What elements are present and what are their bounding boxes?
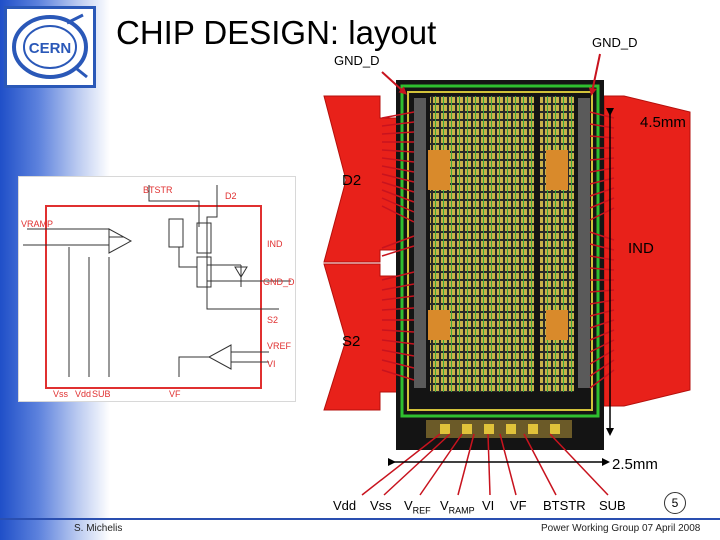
bottom-pad-2 xyxy=(462,424,472,434)
bottom-pad-4 xyxy=(506,424,516,434)
gnd-d-label-right: GND_D xyxy=(592,35,638,50)
footer-divider xyxy=(0,518,720,520)
chip-core-array-right xyxy=(540,96,574,392)
chip-block-3 xyxy=(428,310,450,340)
bottom-pad-6 xyxy=(550,424,560,434)
chip-guard-ring xyxy=(400,84,600,418)
gnd-arrow-right xyxy=(588,53,601,96)
pad-ind-label: IND xyxy=(628,240,654,257)
pin-vdd: Vdd xyxy=(333,498,357,513)
sch-btstr: BTSTR xyxy=(143,185,173,195)
schematic-amp xyxy=(207,344,232,370)
slide-title: CHIP DESIGN: layout xyxy=(116,14,437,51)
bottom-pad-5 xyxy=(528,424,538,434)
chip-block-4 xyxy=(546,310,568,340)
sch-sub: SUB xyxy=(92,389,111,399)
pin-vi: VI xyxy=(482,498,495,513)
pin-vramp-main: V xyxy=(440,498,449,513)
schematic-drawing: BTSTR D2 VRAMP IND GND_D S2 VREF VI Vss … xyxy=(21,185,295,399)
schematic-inset: BTSTR D2 VRAMP IND GND_D S2 VREF VI Vss … xyxy=(18,176,296,402)
cern-logo: CERN xyxy=(4,6,96,88)
sch-vref: VREF xyxy=(267,341,292,351)
chip-block-2 xyxy=(546,150,568,190)
schematic-comparator xyxy=(108,228,133,254)
schematic-wires xyxy=(23,185,291,377)
pad-d2 xyxy=(323,95,401,263)
logo-text: CERN xyxy=(29,40,72,57)
chip-left-bus xyxy=(414,98,426,388)
sch-vi: VI xyxy=(267,359,276,369)
chip-right-bus xyxy=(578,98,590,388)
chip-inner-ring xyxy=(407,91,593,411)
sch-vss: Vss xyxy=(53,389,69,399)
schematic-transistor-bot xyxy=(196,256,212,288)
pad-d2-label: D2 xyxy=(342,172,362,189)
pin-vf: VF xyxy=(510,498,527,513)
sch-vramp: VRAMP xyxy=(21,219,53,229)
pin-vref-main: V xyxy=(404,498,413,513)
dim-label-2-5mm: 2.5mm xyxy=(612,456,658,473)
sch-vdd: Vdd xyxy=(75,389,91,399)
page-number: 5 xyxy=(664,492,686,514)
gnd-d-label-left: GND_D xyxy=(334,53,380,68)
sch-gnd-d: GND_D xyxy=(263,277,295,287)
schematic-boundary xyxy=(45,205,262,389)
schematic-diode xyxy=(234,266,248,278)
dim-label-4-5mm: 4.5mm xyxy=(640,114,686,131)
pad-s2-label: S2 xyxy=(342,333,361,350)
schematic-transistor-hi xyxy=(168,218,184,248)
pin-btstr: BTSTR xyxy=(543,498,586,513)
schematic-transistor-top xyxy=(196,222,212,254)
chip-core-array-left xyxy=(430,96,534,392)
pin-sub: SUB xyxy=(599,498,626,513)
bottom-pad-3 xyxy=(484,424,494,434)
pin-vramp: VRAMP xyxy=(440,498,475,516)
footer-event: Power Working Group 07 April 2008 xyxy=(541,523,701,534)
sch-ind: IND xyxy=(267,239,283,249)
gnd-arrow-left xyxy=(381,71,407,95)
sch-vf: VF xyxy=(169,389,181,399)
pad-s2 xyxy=(323,263,401,411)
chip-block-1 xyxy=(428,150,450,190)
pin-vramp-sub: RAMP xyxy=(448,505,475,516)
pin-vss: Vss xyxy=(370,498,392,513)
pin-vref-sub: REF xyxy=(412,505,431,516)
sch-s2: S2 xyxy=(267,315,278,325)
footer-author: S. Michelis xyxy=(74,523,123,534)
bottom-pad-1 xyxy=(440,424,450,434)
cern-logo-graphic: CERN xyxy=(12,13,88,79)
sch-d2: D2 xyxy=(225,191,237,201)
bond-wires-left xyxy=(381,111,415,381)
pin-vref: VREF xyxy=(404,498,431,516)
